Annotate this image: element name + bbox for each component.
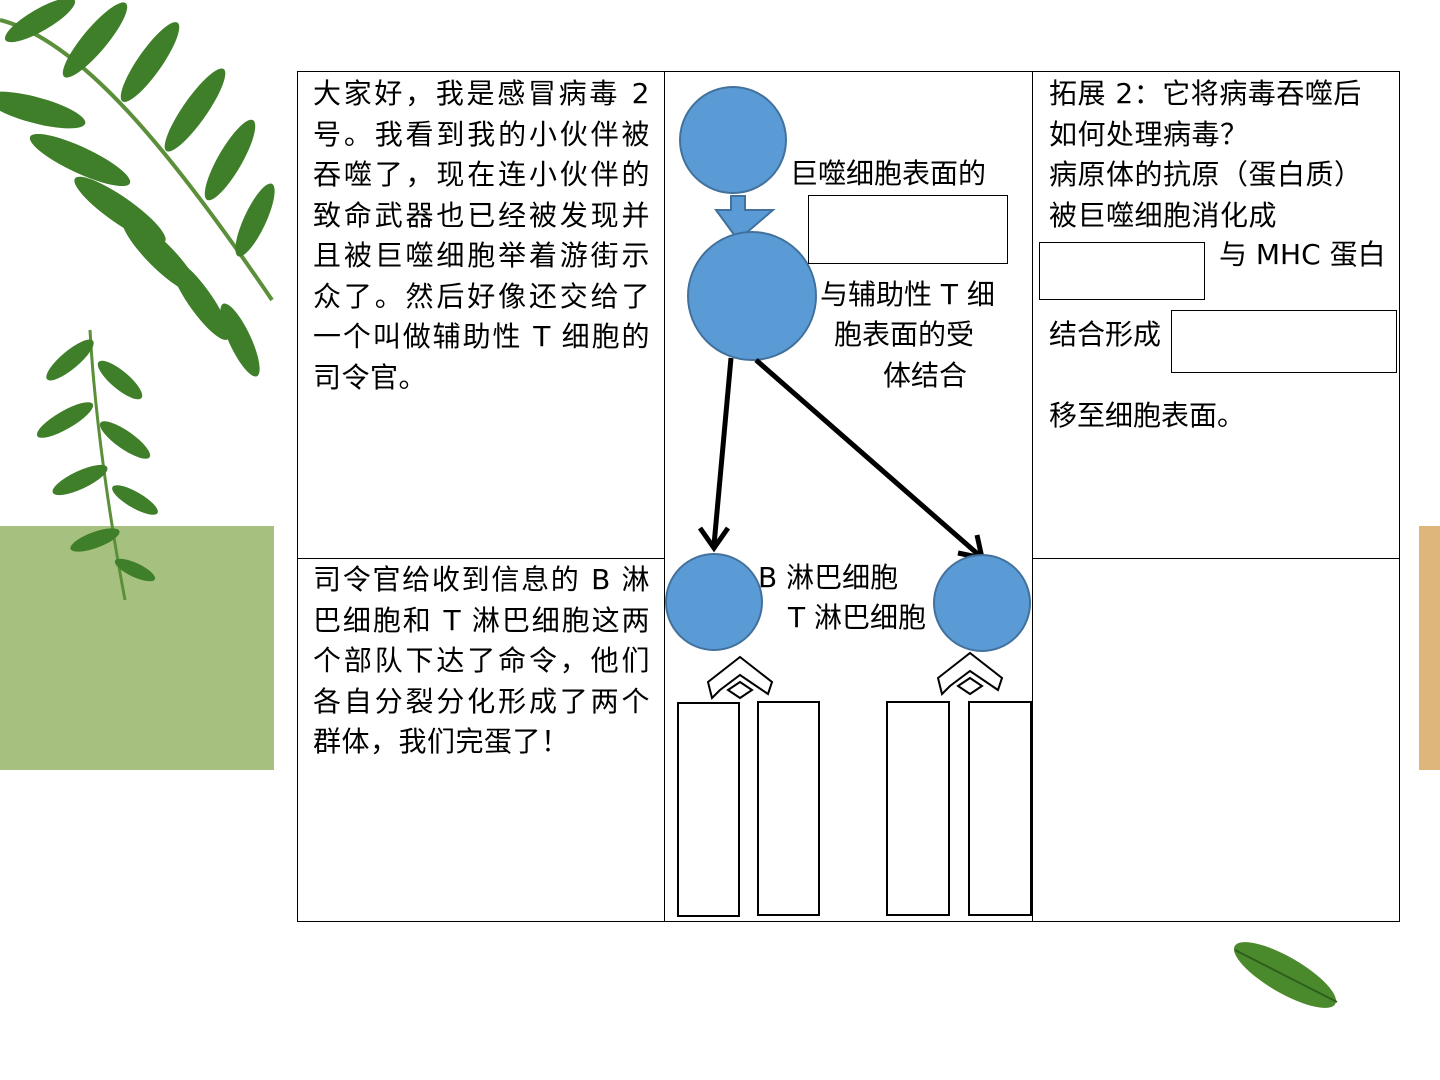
diagram-label-bind: 体结合 [883,359,968,392]
answer-blank-digest[interactable] [1039,242,1205,300]
diagram-label-t-cell: T 淋巴细胞 [788,601,927,634]
fern-leaves-icon [0,0,275,601]
arrow-head [697,526,731,553]
extension-line: 与 MHC 蛋白 [1219,238,1386,271]
t-lymphocyte [933,554,1031,652]
arrow-to-t-cell [754,358,982,558]
b-lymphocyte [665,553,763,651]
answer-box-b-2[interactable] [757,701,820,916]
split-arrow-icon [706,655,774,700]
column-divider [664,72,665,921]
arrow-to-b-cell [711,357,734,546]
column-divider [1032,72,1033,921]
row-divider [1032,558,1399,559]
extension-line: 病原体的抗原（蛋白质）被巨噬细胞消化成 [1049,158,1363,232]
story-panel-1: 大家好，我是感冒病毒 2 号。我看到我的小伙伴被吞噬了，现在连小伙伴的致命武器也… [313,77,650,394]
small-leaf-icon [1233,942,1338,1008]
row-divider [298,558,665,559]
extension-question: 拓展 2：它将病毒吞噬后如何处理病毒？ [1049,77,1362,151]
diagram-label-b-cell: B 淋巴细胞 [758,561,899,594]
extension-line: 移至细胞表面。 [1049,399,1246,432]
helper-t-cell [687,231,817,361]
answer-box-t-1[interactable] [886,701,950,916]
story-panel-2: 司令官给收到信息的 B 淋巴细胞和 T 淋巴细胞这两个部队下达了命令，他们各自分… [313,563,650,758]
virus-cell [679,86,787,194]
split-arrow-icon [936,651,1004,696]
diagram-label-surface: 巨噬细胞表面的 [790,157,987,190]
answer-box-t-2[interactable] [968,701,1032,916]
tan-background-block [1419,526,1440,770]
extension-line: 结合形成 [1049,318,1162,351]
arrow-down-icon [714,195,776,242]
answer-blank-antigen[interactable] [808,195,1008,264]
answer-blank-complex[interactable] [1171,310,1397,373]
extension-panel: 拓展 2：它将病毒吞噬后如何处理病毒？ 病原体的抗原（蛋白质）被巨噬细胞消化成 [1049,74,1389,236]
diagram-label-bind: 胞表面的受 [834,318,975,351]
answer-box-b-1[interactable] [677,702,740,917]
diagram-label-bind: 与辅助性 T 细 [820,278,995,311]
